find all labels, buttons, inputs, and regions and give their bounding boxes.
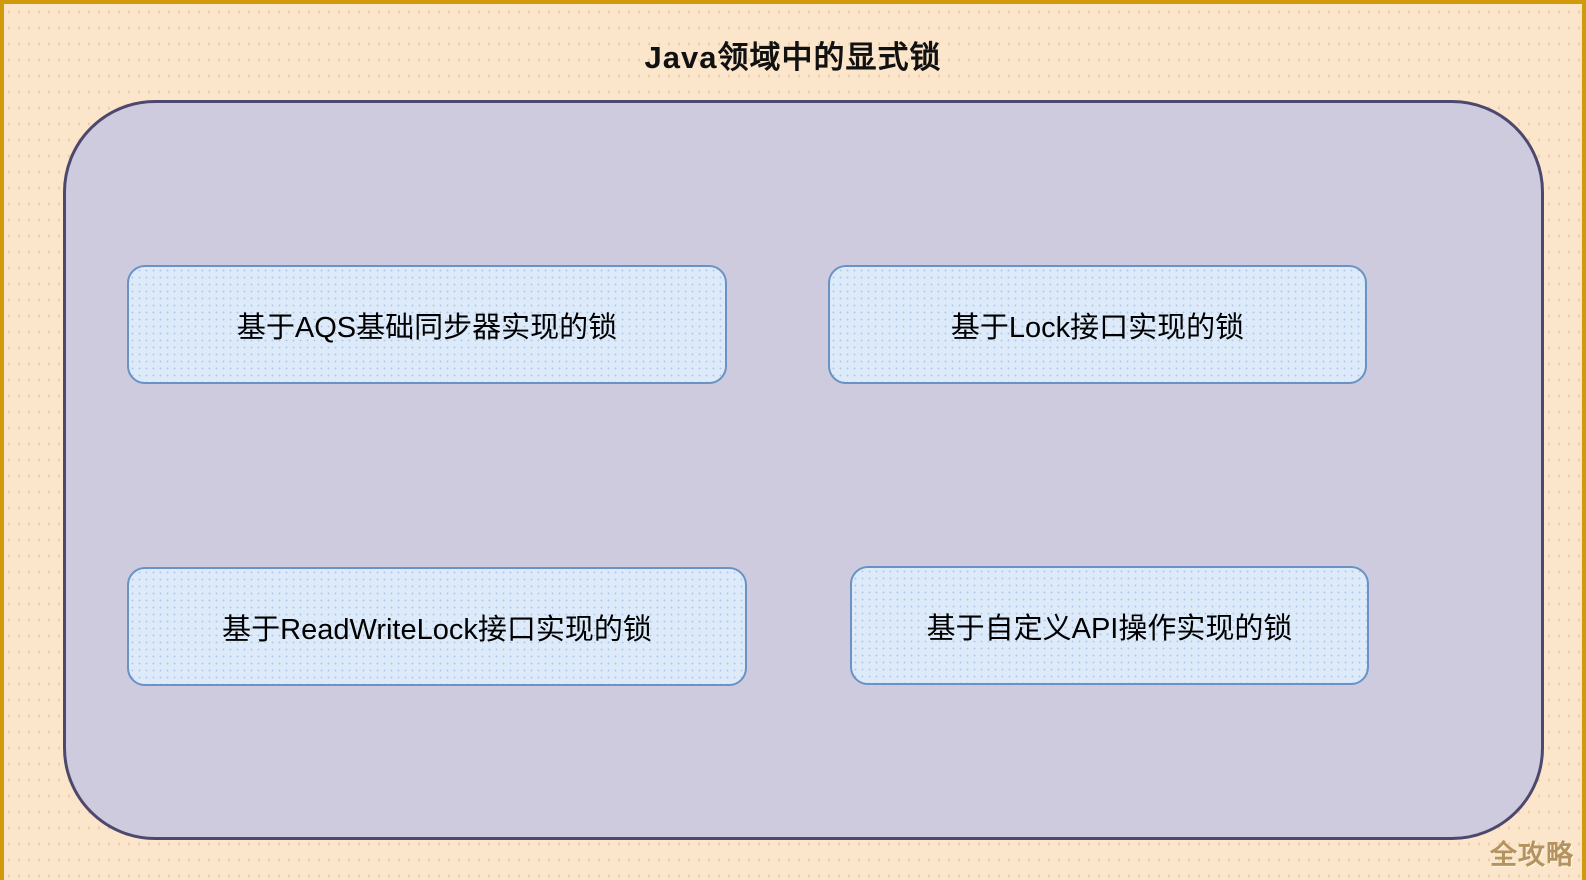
- node-lock-interface-lock: 基于Lock接口实现的锁: [828, 265, 1367, 384]
- node-readwritelock-lock-label: 基于ReadWriteLock接口实现的锁: [222, 613, 652, 646]
- watermark-text: 全攻略: [1490, 840, 1574, 870]
- node-custom-api-lock-label: 基于自定义API操作实现的锁: [926, 612, 1293, 645]
- node-aqs-lock: 基于AQS基础同步器实现的锁: [127, 265, 727, 384]
- node-readwritelock-lock: 基于ReadWriteLock接口实现的锁: [127, 567, 747, 686]
- node-lock-interface-lock-label: 基于Lock接口实现的锁: [950, 311, 1245, 344]
- node-custom-api-lock: 基于自定义API操作实现的锁: [850, 566, 1369, 685]
- diagram-title: Java领域中的显式锁: [644, 40, 942, 75]
- node-aqs-lock-label: 基于AQS基础同步器实现的锁: [236, 311, 618, 344]
- explicit-locks-container: 基于AQS基础同步器实现的锁 基于Lock接口实现的锁 基于ReadWriteL…: [63, 100, 1544, 840]
